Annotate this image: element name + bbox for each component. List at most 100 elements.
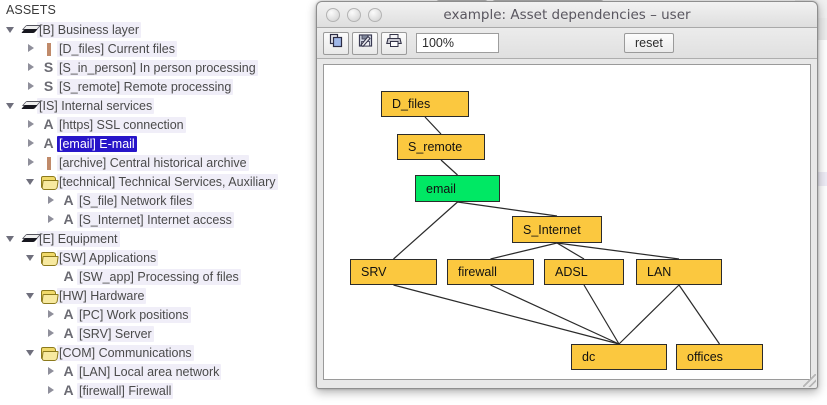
twisty-placeholder bbox=[46, 271, 57, 282]
tree-row[interactable]: [HW] Hardware bbox=[0, 286, 320, 305]
twisty-open-icon[interactable] bbox=[26, 252, 37, 263]
graph-node-firewall[interactable]: firewall bbox=[447, 259, 534, 285]
tree-row[interactable]: [B] Business layer bbox=[0, 20, 320, 39]
tree-row-label: [D_files] Current files bbox=[57, 40, 178, 57]
letter-A-icon: A bbox=[63, 211, 74, 227]
letter-A-icon: A bbox=[63, 325, 74, 341]
graph-edge bbox=[678, 284, 720, 345]
graph-node-LAN[interactable]: LAN bbox=[636, 259, 722, 285]
tree-row[interactable]: A[firewall] Firewall bbox=[0, 381, 320, 400]
twisty-open-icon[interactable] bbox=[6, 233, 17, 244]
zoom-button[interactable] bbox=[368, 7, 382, 22]
letter-A-icon: A bbox=[63, 268, 74, 284]
graph-node-label: dc bbox=[582, 350, 596, 364]
print-button[interactable] bbox=[381, 31, 407, 55]
letter-A-icon: A bbox=[63, 306, 74, 322]
tree-row[interactable]: [E] Equipment bbox=[0, 229, 320, 248]
tree-row-label: [S_file] Network files bbox=[77, 192, 195, 209]
twisty-closed-icon[interactable] bbox=[26, 81, 37, 92]
graph-node-label: ADSL bbox=[555, 265, 588, 279]
tree-row[interactable]: A[https] SSL connection bbox=[0, 115, 320, 134]
tree-row[interactable]: [D_files] Current files bbox=[0, 39, 320, 58]
tree-row[interactable]: [technical] Technical Services, Auxiliar… bbox=[0, 172, 320, 191]
twisty-closed-icon[interactable] bbox=[26, 157, 37, 168]
folder-icon bbox=[40, 252, 59, 266]
twisty-closed-icon[interactable] bbox=[46, 385, 57, 396]
assets-tree[interactable]: [B] Business layer [D_files] Current file… bbox=[0, 20, 320, 400]
twisty-closed-icon[interactable] bbox=[26, 43, 37, 54]
graph-node-label: SRV bbox=[361, 265, 387, 279]
twisty-closed-icon[interactable] bbox=[26, 138, 37, 149]
twisty-closed-icon[interactable] bbox=[26, 119, 37, 130]
graph-edge bbox=[440, 159, 458, 176]
graph-edge bbox=[556, 242, 680, 260]
tree-row[interactable]: S[S_in_person] In person processing bbox=[0, 58, 320, 77]
twisty-closed-icon[interactable] bbox=[46, 214, 57, 225]
twisty-open-icon[interactable] bbox=[26, 290, 37, 301]
tree-row-label: [technical] Technical Services, Auxiliar… bbox=[57, 173, 278, 190]
minimize-button[interactable] bbox=[347, 7, 361, 22]
tree-row[interactable]: A[PC] Work positions bbox=[0, 305, 320, 324]
letter-A-icon: A bbox=[43, 135, 54, 151]
tree-row-label: [S_in_person] In person processing bbox=[57, 59, 258, 76]
twisty-closed-icon[interactable] bbox=[46, 309, 57, 320]
tree-row-icon bbox=[40, 345, 59, 361]
graph-edge bbox=[457, 201, 558, 217]
tree-row-label: [HW] Hardware bbox=[57, 287, 147, 304]
twisty-open-icon[interactable] bbox=[6, 100, 17, 111]
graph-node-email[interactable]: email bbox=[415, 175, 500, 202]
tree-row-icon: A bbox=[60, 383, 77, 398]
tree-row-label: [SW] Applications bbox=[57, 249, 159, 266]
twisty-open-icon[interactable] bbox=[26, 347, 37, 358]
graph-edge bbox=[556, 242, 585, 260]
tree-row[interactable]: S[S_remote] Remote processing bbox=[0, 77, 320, 96]
close-button[interactable] bbox=[326, 7, 340, 22]
graph-node-offices[interactable]: offices bbox=[676, 344, 763, 370]
tree-row-label: [B] Business layer bbox=[37, 21, 142, 38]
tree-row[interactable]: [COM] Communications bbox=[0, 343, 320, 362]
graph-edge bbox=[583, 284, 620, 345]
save-button[interactable] bbox=[352, 31, 378, 55]
twisty-closed-icon[interactable] bbox=[26, 62, 37, 73]
tree-row-label: [https] SSL connection bbox=[57, 116, 186, 133]
tree-row-icon: A bbox=[60, 193, 77, 208]
graph-edge bbox=[490, 242, 558, 260]
tree-row[interactable]: [archive] Central historical archive bbox=[0, 153, 320, 172]
graph-node-SRV[interactable]: SRV bbox=[350, 259, 437, 285]
tree-row[interactable]: A[email] E-mail bbox=[0, 134, 320, 153]
tree-row[interactable]: A[S_Internet] Internet access bbox=[0, 210, 320, 229]
twisty-closed-icon[interactable] bbox=[46, 195, 57, 206]
window-titlebar[interactable]: example: Asset dependencies – user bbox=[317, 2, 817, 28]
graph-node-S_Internet[interactable]: S_Internet bbox=[512, 216, 602, 243]
tree-row[interactable]: A[LAN] Local area network bbox=[0, 362, 320, 381]
tree-row[interactable]: A[SW_app] Processing of files bbox=[0, 267, 320, 286]
twisty-closed-icon[interactable] bbox=[46, 366, 57, 377]
twisty-open-icon[interactable] bbox=[26, 176, 37, 187]
tree-row[interactable]: [IS] Internal services bbox=[0, 96, 320, 115]
tree-row-icon: S bbox=[40, 60, 57, 75]
copy-button[interactable] bbox=[323, 31, 349, 55]
asset-dependencies-window[interactable]: example: Asset dependencies – user bbox=[316, 1, 818, 389]
graph-node-label: S_Internet bbox=[523, 222, 581, 237]
graph-node-D_files[interactable]: D_files bbox=[381, 91, 469, 117]
tree-row[interactable]: A[S_file] Network files bbox=[0, 191, 320, 210]
zoom-input[interactable]: 100% bbox=[416, 33, 499, 53]
graph-edge bbox=[393, 284, 620, 345]
folder-icon bbox=[40, 290, 59, 304]
graph-node-dc[interactable]: dc bbox=[571, 344, 667, 370]
twisty-open-icon[interactable] bbox=[6, 24, 17, 35]
tree-row[interactable]: [SW] Applications bbox=[0, 248, 320, 267]
graph-node-S_remote[interactable]: S_remote bbox=[397, 134, 485, 160]
graph-node-label: email bbox=[426, 181, 456, 196]
reset-button[interactable]: reset bbox=[624, 33, 674, 53]
twisty-closed-icon[interactable] bbox=[46, 328, 57, 339]
tree-row-label: [E] Equipment bbox=[37, 230, 120, 247]
resize-grip[interactable] bbox=[803, 374, 816, 387]
tree-row-icon: A bbox=[40, 136, 57, 151]
tree-row[interactable]: A[SRV] Server bbox=[0, 324, 320, 343]
page-title: ASSETS bbox=[6, 3, 56, 17]
graph-edge bbox=[393, 201, 458, 260]
graph-node-ADSL[interactable]: ADSL bbox=[544, 259, 624, 285]
